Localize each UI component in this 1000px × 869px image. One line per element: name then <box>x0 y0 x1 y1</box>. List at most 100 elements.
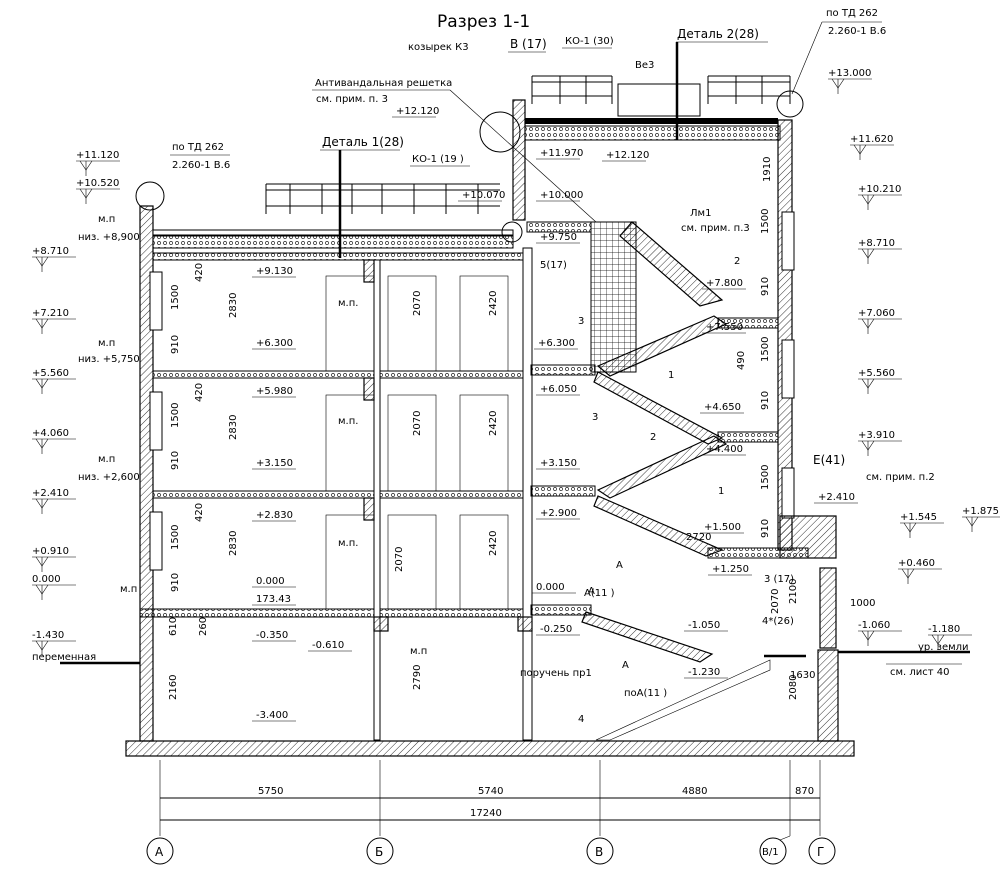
foundation-slab <box>125 740 855 757</box>
label-peremennaya: переменная <box>32 652 96 663</box>
landing-left-2 <box>530 364 596 376</box>
elev-right-2: +10.210 <box>858 184 901 195</box>
beam-3 <box>363 497 375 521</box>
dim-v-14: 2070 <box>412 411 423 436</box>
landing-tower <box>526 221 592 233</box>
label-ko1-19: КО-1 (19 ) <box>412 154 464 165</box>
label-k26: 4*(26) <box>762 616 794 627</box>
elev-left-2: +8.710 <box>32 246 69 257</box>
roof-slab-main <box>152 235 514 249</box>
elev-inner-27: -0.610 <box>312 640 344 651</box>
window-left-1 <box>149 271 163 331</box>
label-prim2: см. прим. п.2 <box>866 472 935 483</box>
mp-inner-3: м.п <box>410 646 427 657</box>
dim-v-25: 1500 <box>760 337 771 362</box>
elev-right-9: +0.460 <box>898 558 935 569</box>
door-1 <box>325 275 375 372</box>
tower-wall <box>512 99 526 221</box>
dim-5740: 5740 <box>478 786 503 797</box>
label-list40: см. лист 40 <box>890 667 950 678</box>
elev-right-10: -1.060 <box>858 620 890 631</box>
elev-inner-18: +2.830 <box>256 510 293 521</box>
door-8 <box>459 394 509 492</box>
detail-circle-3 <box>501 221 523 243</box>
mp-inner-0: м.п. <box>338 298 358 309</box>
elev-inner-14: +4.400 <box>706 444 743 455</box>
railing-tower-roof <box>531 75 791 117</box>
dim-v-33: 1630 <box>790 670 815 681</box>
dim-v-30: 2070 <box>770 589 781 614</box>
label-td262-left: по ТД 262 <box>172 142 224 153</box>
window-left-2 <box>149 391 163 451</box>
elev-inner-8: +7.550 <box>706 322 743 333</box>
dim-v-26: 490 <box>736 351 747 370</box>
axis-a: А <box>155 845 164 859</box>
label-antivandal: Антивандальная решетка <box>315 78 452 89</box>
dim-v-17: 2420 <box>488 531 499 556</box>
dim-v-10: 910 <box>170 573 181 592</box>
elev-inner-10: +6.300 <box>256 338 293 349</box>
elev-inner-11: +6.050 <box>540 384 577 395</box>
elev-right-6: +3.910 <box>858 430 895 441</box>
elev-right-4: +7.060 <box>858 308 895 319</box>
dim-v-35: 2720 <box>686 532 711 543</box>
elev-right-1: +11.620 <box>850 134 893 145</box>
left-wall <box>139 205 154 742</box>
elev-inner-5: +9.750 <box>540 232 577 243</box>
dim-v-11: 2830 <box>228 531 239 556</box>
dim-v-5: 1500 <box>170 403 181 428</box>
mp-left-4a: м.п <box>120 584 137 595</box>
slab-level-0 <box>139 608 532 618</box>
door-3 <box>325 394 375 492</box>
elev-inner-3: +10.070 <box>462 190 505 201</box>
label-antivandal-sub: см. прим. п. 3 <box>316 94 388 105</box>
dim-v-24: 910 <box>760 277 771 296</box>
dim-17240: 17240 <box>470 808 502 819</box>
dim-v-18: 610 <box>168 617 179 636</box>
label-poa11: поА(11 ) <box>624 688 667 699</box>
dim-v-15: 2420 <box>488 411 499 436</box>
window-left-3 <box>149 511 163 571</box>
basement-right-wall <box>817 649 839 742</box>
elev-inner-24: 173.43 <box>256 594 291 605</box>
label-k517: 5(17) <box>540 260 567 271</box>
axis-markers: А Б В В/1 Г <box>146 835 836 865</box>
mp-left: м.п низ. +8,900 м.п низ. +5,750 м.п низ.… <box>78 214 140 595</box>
elev-inner-0: +12.120 <box>396 106 439 117</box>
label-ve3: Ве3 <box>635 60 654 71</box>
label-td262-right-sub: 2.260-1 В.6 <box>828 26 886 37</box>
flight-mark-7: А <box>616 560 623 571</box>
dim-v-4: 420 <box>194 383 205 402</box>
elev-inner-13: +4.650 <box>704 402 741 413</box>
elev-inner-26: -0.350 <box>256 630 288 641</box>
mp-left-3b: низ. +2,600 <box>78 472 140 483</box>
axis-b: Б <box>375 845 383 859</box>
elev-left-6: +2.410 <box>32 488 69 499</box>
door-2 <box>387 275 437 372</box>
elevations-left: +11.120+10.520+8.710+7.210+5.560+4.060+2… <box>32 150 120 656</box>
elev-left-9: -1.430 <box>32 630 64 641</box>
door-4 <box>387 394 437 492</box>
axis-v1: В/1 <box>762 847 779 858</box>
entrance-block <box>779 515 837 559</box>
elev-inner-22: 0.000 <box>256 576 285 587</box>
flight-mark-9: А <box>588 586 595 597</box>
label-k317: 3 (17) <box>764 574 794 585</box>
door-5 <box>325 514 375 610</box>
dim-v-2: 910 <box>170 335 181 354</box>
dim-v-13: 2420 <box>488 291 499 316</box>
mp-left-2b: низ. +5,750 <box>78 354 140 365</box>
dim-v-21: 2790 <box>412 665 423 690</box>
label-detail1: Деталь 1(28) <box>322 135 404 149</box>
elev-inner-7: +7.800 <box>706 278 743 289</box>
dim-v-22: 1910 <box>762 157 773 182</box>
landing-left-1 <box>530 485 596 497</box>
flight-mark-4: 3 <box>578 316 584 327</box>
detail-circle-2 <box>479 111 521 153</box>
label-ur-zemli: ур. земли <box>918 642 969 653</box>
dim-v-20: 2160 <box>168 675 179 700</box>
dim-v-27: 910 <box>760 391 771 410</box>
elev-inner-28: -1.050 <box>688 620 720 631</box>
section-title: Разрез 1-1 <box>437 12 530 32</box>
